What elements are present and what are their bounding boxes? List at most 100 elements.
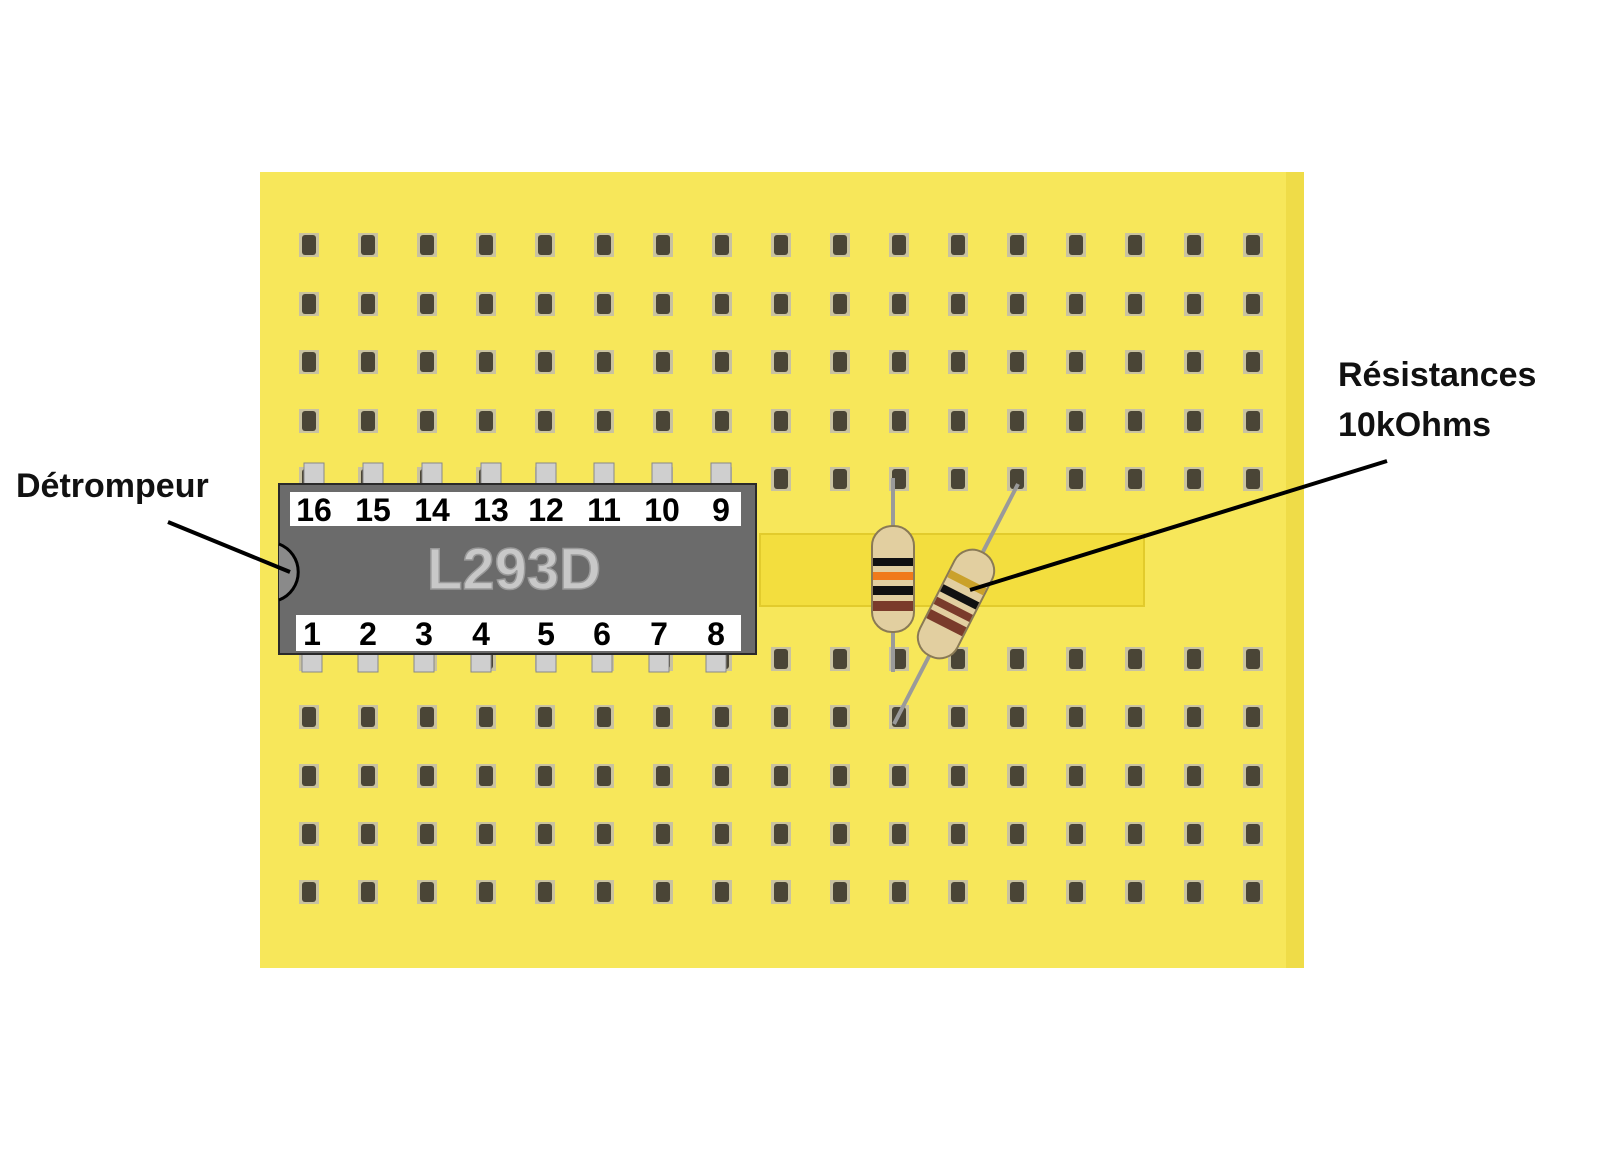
board-hole — [1246, 766, 1260, 786]
board-hole — [1187, 882, 1201, 902]
chip-top-pin-legs — [303, 462, 732, 488]
board-hole — [1128, 235, 1142, 255]
leader-line-detrompeur — [167, 520, 291, 574]
board-hole — [951, 824, 965, 844]
board-hole — [1010, 707, 1024, 727]
breadboard-right-edge — [1286, 172, 1304, 968]
board-hole — [833, 649, 847, 669]
board-hole — [597, 235, 611, 255]
board-hole — [361, 766, 375, 786]
board-hole — [774, 352, 788, 372]
board-hole — [1010, 649, 1024, 669]
board-hole — [1128, 294, 1142, 314]
board-hole — [892, 649, 906, 669]
board-hole — [1010, 469, 1024, 489]
board-hole — [951, 707, 965, 727]
board-hole — [951, 766, 965, 786]
board-hole — [361, 235, 375, 255]
board-hole — [1187, 294, 1201, 314]
board-hole — [479, 352, 493, 372]
board-hole — [774, 824, 788, 844]
resistor-diagonal-body — [916, 548, 996, 660]
board-hole — [774, 882, 788, 902]
board-hole — [1069, 411, 1083, 431]
chip-pin-number: 10 — [644, 492, 680, 528]
board-hole — [1187, 352, 1201, 372]
board-hole — [597, 411, 611, 431]
chip-pin-number: 15 — [355, 492, 391, 528]
board-hole — [1128, 766, 1142, 786]
chip-pin-number: 6 — [593, 616, 611, 652]
chip-pin-number: 16 — [296, 492, 332, 528]
board-hole — [715, 707, 729, 727]
board-hole — [774, 411, 788, 431]
board-hole — [1069, 707, 1083, 727]
board-hole — [597, 882, 611, 902]
resistor-vertical-band-1 — [873, 558, 913, 566]
board-hole — [715, 352, 729, 372]
board-hole — [774, 235, 788, 255]
chip-pin-number: 4 — [472, 616, 490, 652]
board-hole — [1128, 352, 1142, 372]
board-hole — [479, 707, 493, 727]
board-hole — [833, 411, 847, 431]
board-hole — [656, 352, 670, 372]
board-hole — [1128, 649, 1142, 669]
board-hole — [1187, 766, 1201, 786]
board-hole — [1187, 469, 1201, 489]
board-hole — [1010, 411, 1024, 431]
board-hole — [1246, 882, 1260, 902]
chip-bottom-pin-legs — [301, 651, 727, 673]
board-hole — [1187, 824, 1201, 844]
resistor-vertical — [871, 478, 915, 672]
chip-name: L293D — [427, 537, 601, 602]
board-hole — [479, 882, 493, 902]
resistor-diagonal-band-3 — [933, 596, 973, 622]
board-hole — [656, 235, 670, 255]
board-hole — [361, 352, 375, 372]
board-hole — [1128, 824, 1142, 844]
board-hole — [892, 411, 906, 431]
board-hole — [420, 352, 434, 372]
board-hole — [1246, 235, 1260, 255]
chip-pin-number: 11 — [587, 492, 621, 528]
board-hole — [951, 882, 965, 902]
board-hole — [1246, 824, 1260, 844]
board-hole — [538, 824, 552, 844]
board-hole — [833, 235, 847, 255]
board-hole — [302, 411, 316, 431]
board-hole — [892, 352, 906, 372]
board-hole — [833, 294, 847, 314]
board-hole — [656, 882, 670, 902]
label-resistances-value: 10kOhms — [1338, 406, 1491, 444]
board-hole — [1069, 882, 1083, 902]
board-hole — [302, 352, 316, 372]
board-hole — [1069, 469, 1083, 489]
board-hole — [420, 882, 434, 902]
board-hole — [420, 766, 434, 786]
board-hole — [656, 766, 670, 786]
chip-pin-number: 7 — [650, 616, 668, 652]
board-hole — [420, 411, 434, 431]
chip-pin-number: 14 — [414, 492, 450, 528]
board-hole — [420, 235, 434, 255]
board-hole — [715, 411, 729, 431]
chip-pin-number: 8 — [707, 616, 725, 652]
board-hole — [892, 882, 906, 902]
board-hole — [1187, 235, 1201, 255]
board-hole — [597, 707, 611, 727]
board-hole — [1246, 411, 1260, 431]
resistor-diagonal-band-4 — [926, 609, 967, 637]
board-hole — [1128, 707, 1142, 727]
board-hole — [302, 766, 316, 786]
board-hole — [479, 824, 493, 844]
board-hole — [361, 882, 375, 902]
board-hole — [774, 766, 788, 786]
board-hole — [951, 352, 965, 372]
board-hole — [774, 707, 788, 727]
board-hole — [420, 824, 434, 844]
chip-bottom-pin-strip — [296, 615, 741, 651]
board-hole — [1010, 352, 1024, 372]
